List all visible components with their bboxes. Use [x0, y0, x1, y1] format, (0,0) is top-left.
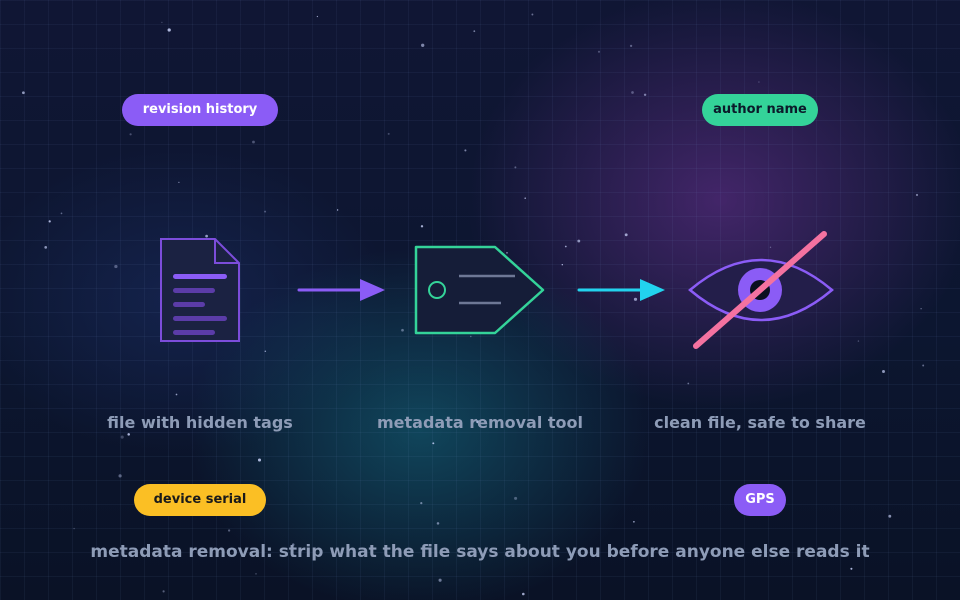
star	[506, 252, 508, 254]
star	[60, 212, 63, 215]
star	[432, 442, 435, 445]
star	[514, 496, 518, 500]
star	[470, 335, 472, 338]
caption: metadata removal: strip what the file sa…	[90, 542, 870, 562]
star	[162, 590, 165, 593]
star	[524, 197, 526, 199]
star	[464, 149, 467, 152]
document-icon	[160, 238, 240, 342]
pill-gps: GPS	[734, 484, 786, 516]
star	[316, 15, 319, 18]
star	[633, 520, 635, 523]
star	[882, 370, 885, 373]
star	[561, 264, 563, 266]
star	[127, 433, 130, 436]
star	[264, 350, 267, 352]
arrow-right-icon	[577, 279, 665, 301]
star	[291, 543, 295, 546]
star	[252, 140, 255, 144]
star	[73, 527, 75, 530]
star	[758, 81, 760, 83]
star	[564, 245, 567, 248]
star	[597, 50, 601, 53]
star	[436, 522, 440, 525]
star	[920, 308, 922, 310]
pill-device-serial: device serial	[134, 484, 266, 516]
star	[264, 210, 267, 213]
star	[420, 225, 424, 228]
star	[577, 239, 581, 243]
star	[438, 578, 442, 582]
star	[44, 246, 48, 249]
star	[120, 435, 124, 439]
star	[857, 340, 860, 342]
star	[421, 43, 425, 47]
star	[175, 393, 178, 396]
star	[769, 246, 772, 248]
star	[633, 297, 638, 301]
star	[167, 28, 171, 32]
star	[336, 209, 339, 211]
star	[473, 30, 476, 33]
star	[514, 166, 517, 169]
label-clean-file: clean file, safe to share	[654, 413, 866, 432]
star	[531, 13, 534, 16]
tag-icon	[414, 245, 545, 335]
star	[522, 592, 525, 596]
star	[161, 21, 163, 24]
star	[629, 44, 633, 48]
star	[255, 573, 257, 575]
label-file-with-hidden-tags: file with hidden tags	[107, 413, 293, 432]
star	[387, 132, 390, 135]
star	[48, 220, 51, 223]
star	[922, 364, 925, 367]
eye-slash-icon	[688, 231, 834, 349]
star	[915, 193, 919, 197]
star	[178, 181, 180, 184]
star	[850, 567, 853, 570]
star	[114, 264, 118, 269]
star	[631, 91, 634, 94]
arrow-right-icon	[297, 279, 385, 301]
star	[401, 328, 404, 332]
star	[476, 420, 480, 424]
star	[129, 133, 132, 136]
pill-author-name: author name	[702, 94, 818, 126]
star	[118, 474, 122, 478]
star	[420, 502, 423, 505]
star	[888, 514, 892, 518]
star	[227, 529, 231, 532]
star	[257, 458, 262, 462]
star	[643, 93, 647, 97]
label-metadata-removal-tool: metadata removal tool	[376, 413, 584, 432]
star	[624, 233, 628, 237]
star	[205, 234, 208, 238]
star	[687, 382, 690, 385]
pill-revision-history: revision history	[122, 94, 278, 126]
star	[22, 91, 25, 95]
